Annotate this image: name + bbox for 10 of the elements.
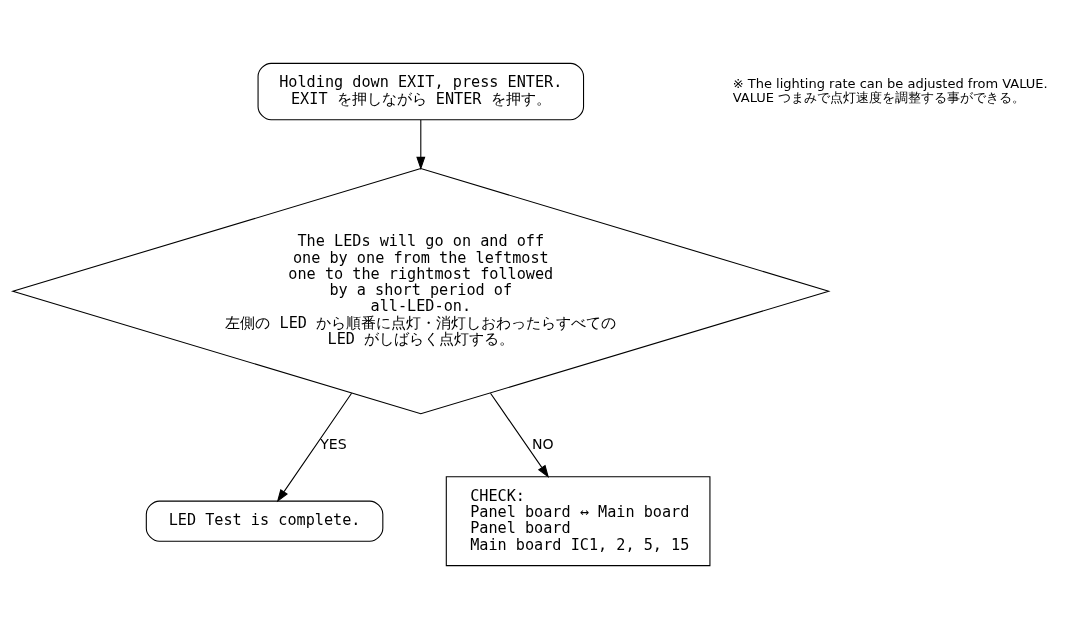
arrow	[489, 392, 550, 478]
node-box: CHECK: Panel board ↔ Main board Panel board Main board IC1, 2, 5, 15	[445, 476, 711, 567]
arrow	[276, 392, 353, 503]
arrow	[416, 119, 426, 170]
edge-label: YES	[320, 435, 347, 452]
node-diamond: The LEDs will go on and off one by one from the leftmost one to the rightmost followed by a short period of all-LED-on. 左側の LED から順番に点灯・消灯しおわったらすべての LED がしばらく点灯する。	[11, 168, 831, 415]
edge-label: NO	[532, 435, 554, 452]
label: ※ The lighting rate can be adjusted from VALUE.	[732, 75, 1048, 91]
node-box: LED Test is complete.	[145, 500, 384, 542]
node-box: Holding down EXIT, press ENTER. EXIT を押しながら ENTER を押す。	[257, 62, 585, 121]
